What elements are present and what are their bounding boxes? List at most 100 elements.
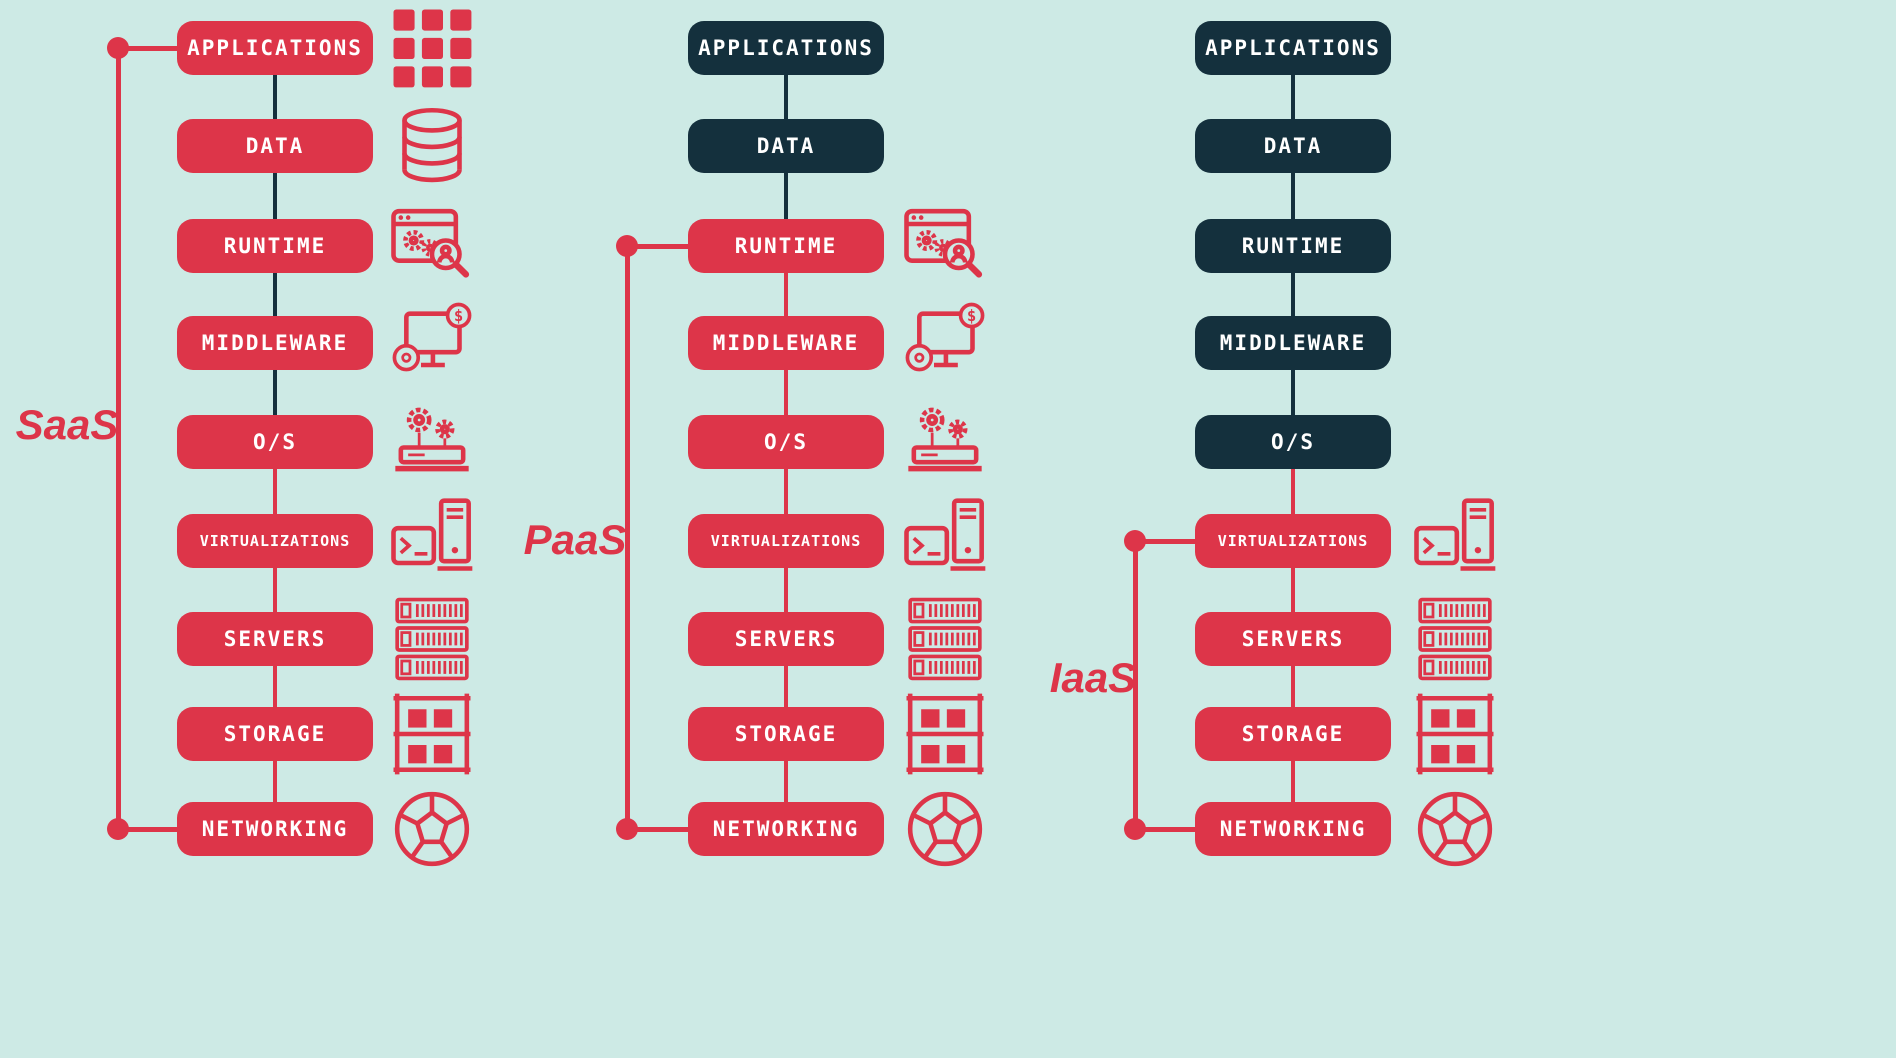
layer-pill-label: NETWORKING [1219, 817, 1367, 841]
layer-pill-label: NETWORKING [712, 817, 860, 841]
connector-line [1291, 75, 1295, 119]
saas-label: SaaS [15, 401, 119, 448]
storage-icon [1411, 690, 1499, 778]
connector-line [784, 273, 788, 316]
layer-pill-label: STORAGE [1241, 722, 1345, 746]
layer-pill-label: STORAGE [223, 722, 327, 746]
layer-pill-o-s: O/S [177, 415, 373, 469]
saas-bracket-dot [107, 818, 129, 840]
svg-text:$: $ [454, 307, 463, 325]
iaas-bracket-dot [1124, 818, 1146, 840]
layer-pill-label: RUNTIME [734, 234, 838, 258]
virtualization-icon [901, 497, 989, 585]
connector-line [1291, 469, 1295, 514]
connector-line [1291, 173, 1295, 219]
networking-icon [901, 785, 989, 873]
connector-line [273, 568, 277, 612]
paas-bracket-horizontal [627, 826, 688, 832]
layer-pill-label: O/S [764, 430, 808, 454]
connector-line [784, 370, 788, 415]
layer-pill-data: DATA [1195, 119, 1391, 173]
iaas-bracket-horizontal [1135, 538, 1195, 544]
layer-pill-applications: APPLICATIONS [1195, 21, 1391, 75]
runtime-icon [901, 202, 989, 290]
saas-bracket-horizontal [118, 45, 177, 51]
paas-bracket-horizontal [627, 243, 688, 249]
layer-pill-label: O/S [253, 430, 297, 454]
connector-line [273, 75, 277, 119]
iaas-bracket-horizontal [1135, 826, 1195, 832]
iaas-label: IaaS [1049, 654, 1137, 701]
layer-pill-middleware: MIDDLEWARE [1195, 316, 1391, 370]
os-icon [901, 398, 989, 486]
saas-bracket-horizontal [118, 826, 177, 832]
saas-bracket-dot [107, 37, 129, 59]
connector-line [1291, 568, 1295, 612]
networking-icon [1411, 785, 1499, 873]
layer-pill-label: SERVERS [734, 627, 838, 651]
layer-pill-networking: NETWORKING [177, 802, 373, 856]
layer-pill-label: SERVERS [223, 627, 327, 651]
iaas-bracket-vertical [1132, 541, 1138, 829]
layer-pill-label: APPLICATIONS [187, 36, 363, 60]
layer-pill-label: NETWORKING [201, 817, 349, 841]
virtualization-icon [1411, 497, 1499, 585]
layer-pill-label: RUNTIME [223, 234, 327, 258]
connector-line [273, 173, 277, 219]
connector-line [784, 173, 788, 219]
storage-icon [388, 690, 476, 778]
paas-bracket-vertical [624, 246, 630, 829]
virtualization-icon [388, 497, 476, 585]
layer-pill-label: STORAGE [734, 722, 838, 746]
connector-line [273, 469, 277, 514]
svg-text:$: $ [967, 307, 976, 325]
layer-pill-label: VIRTUALIZATIONS [199, 532, 351, 550]
middleware-icon: $ [388, 299, 476, 387]
layer-pill-applications: APPLICATIONS [177, 21, 373, 75]
servers-icon [901, 595, 989, 683]
layer-pill-label: APPLICATIONS [1205, 36, 1381, 60]
connector-line [273, 370, 277, 415]
layer-pill-label: MIDDLEWARE [201, 331, 349, 355]
layer-pill-label: DATA [245, 134, 305, 158]
connector-line [1291, 761, 1295, 802]
layer-pill-servers: SERVERS [177, 612, 373, 666]
layer-pill-label: SERVERS [1241, 627, 1345, 651]
servers-icon [388, 595, 476, 683]
layer-pill-label: DATA [1263, 134, 1323, 158]
layer-pill-data: DATA [688, 119, 884, 173]
layer-pill-label: DATA [756, 134, 816, 158]
layer-pill-runtime: RUNTIME [688, 219, 884, 273]
layer-pill-o-s: O/S [1195, 415, 1391, 469]
layer-pill-label: VIRTUALIZATIONS [1217, 532, 1369, 550]
connector-line [784, 75, 788, 119]
paas-bracket-dot [616, 818, 638, 840]
layer-pill-servers: SERVERS [688, 612, 884, 666]
connector-line [1291, 370, 1295, 415]
connector-line [273, 666, 277, 707]
connector-line [273, 273, 277, 316]
paas-bracket-dot [616, 235, 638, 257]
layer-pill-label: RUNTIME [1241, 234, 1345, 258]
layer-pill-storage: STORAGE [177, 707, 373, 761]
saas-bracket-vertical [115, 48, 121, 829]
layer-pill-runtime: RUNTIME [177, 219, 373, 273]
layer-pill-middleware: MIDDLEWARE [688, 316, 884, 370]
connector-line [273, 761, 277, 802]
iaas-bracket-dot [1124, 530, 1146, 552]
layer-pill-storage: STORAGE [688, 707, 884, 761]
layer-pill-virtualizations: VIRTUALIZATIONS [177, 514, 373, 568]
middleware-icon: $ [901, 299, 989, 387]
connector-line [784, 469, 788, 514]
connector-line [784, 761, 788, 802]
layer-pill-networking: NETWORKING [1195, 802, 1391, 856]
os-icon [388, 398, 476, 486]
app-grid-icon [388, 4, 476, 92]
layer-pill-servers: SERVERS [1195, 612, 1391, 666]
connector-line [1291, 273, 1295, 316]
database-icon [388, 102, 476, 190]
layer-pill-applications: APPLICATIONS [688, 21, 884, 75]
layer-pill-o-s: O/S [688, 415, 884, 469]
layer-pill-networking: NETWORKING [688, 802, 884, 856]
